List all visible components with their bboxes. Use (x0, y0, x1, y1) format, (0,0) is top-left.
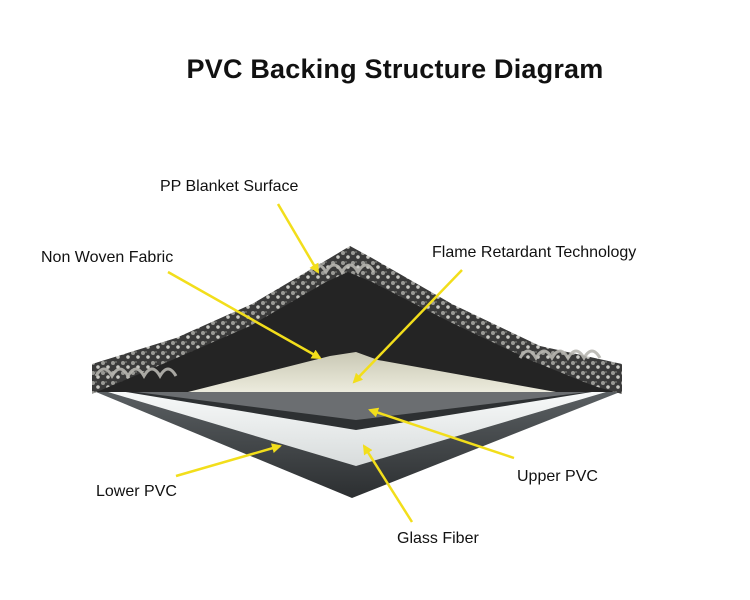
carpet-backing-body (96, 252, 620, 392)
arrow-upper-pvc (368, 407, 515, 460)
label-flame-retardant: Flame Retardant Technology (432, 244, 637, 261)
diagram-title: PVC Backing Structure Diagram (186, 54, 604, 84)
arrow-lower-pvc (175, 443, 282, 478)
arrow-pp-blanket (276, 203, 320, 274)
arrow-glass-fiber (362, 444, 414, 523)
label-non-woven-fabric: Non Woven Fabric (41, 249, 174, 266)
pp-blanket-surface-layer (92, 246, 622, 394)
arrow-non-woven-fabric (167, 270, 322, 360)
label-lower-pvc: Lower PVC (96, 483, 177, 500)
label-glass-fiber: Glass Fiber (397, 530, 479, 547)
arrow-flame-retardant (352, 269, 463, 384)
label-pp-blanket-surface: PP Blanket Surface (160, 178, 299, 195)
non-woven-fabric-layer (188, 352, 556, 392)
label-upper-pvc: Upper PVC (517, 468, 598, 485)
